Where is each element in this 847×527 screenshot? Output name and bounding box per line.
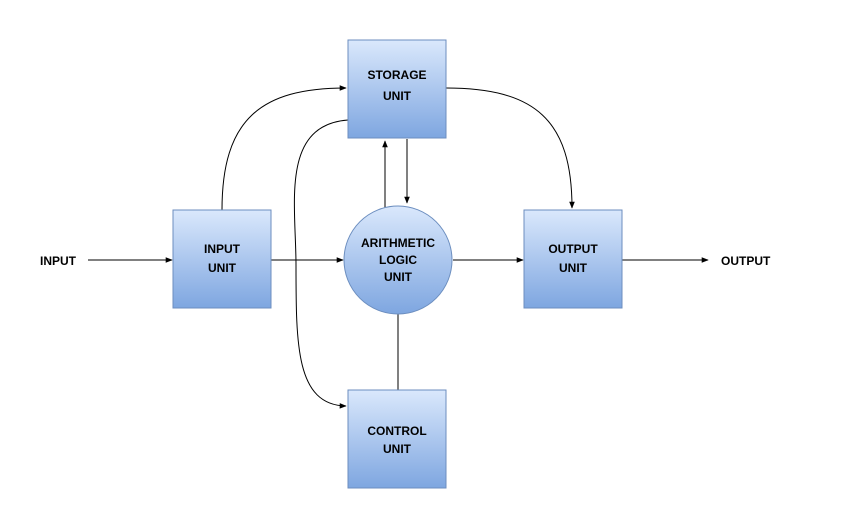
- storage-unit-label-line1: STORAGE: [367, 68, 426, 82]
- arrow-storage-to-control: [293, 119, 349, 409]
- edges: [88, 85, 709, 409]
- arrow-storage-to-output-unit: [445, 87, 575, 209]
- output-unit-label-line1: OUTPUT: [548, 242, 598, 256]
- output-label: OUTPUT: [721, 254, 771, 268]
- control-unit-node: CONTROL UNIT: [347, 389, 447, 489]
- storage-unit-node: STORAGE UNIT: [347, 39, 447, 139]
- control-unit-label-line2: UNIT: [383, 442, 412, 456]
- storage-unit-label-line2: UNIT: [383, 89, 412, 103]
- output-unit-label-line2: UNIT: [559, 261, 588, 275]
- control-unit-label-line1: CONTROL: [367, 424, 426, 438]
- input-label: INPUT: [40, 254, 77, 268]
- alu-label-line3: UNIT: [384, 270, 413, 284]
- arrow-input-unit-to-storage: [221, 85, 347, 211]
- input-unit-label-line1: INPUT: [204, 242, 241, 256]
- input-unit-label-line2: UNIT: [208, 261, 237, 275]
- output-unit-node: OUTPUT UNIT: [523, 209, 623, 309]
- alu-label-line1: ARITHMETIC: [361, 236, 435, 250]
- alu-node: ARITHMETIC LOGIC UNIT: [343, 205, 453, 315]
- input-unit-node: INPUT UNIT: [172, 209, 272, 309]
- alu-label-line2: LOGIC: [379, 253, 417, 267]
